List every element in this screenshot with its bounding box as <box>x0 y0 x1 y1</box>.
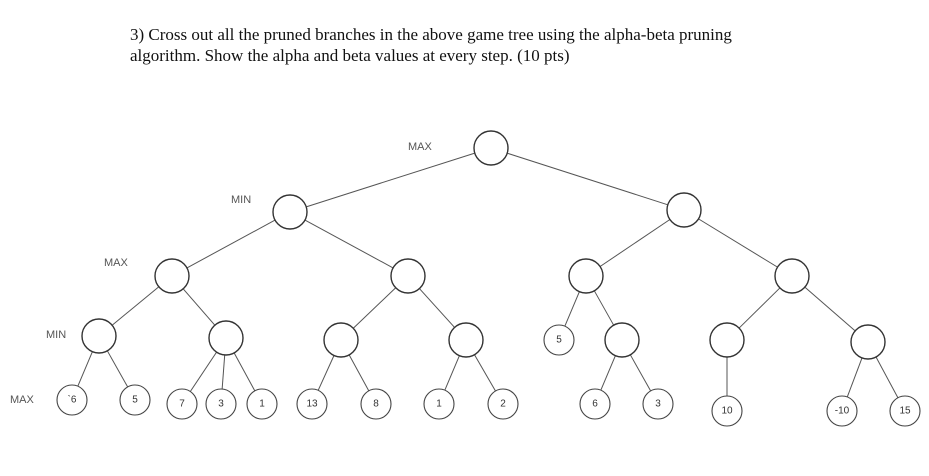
leaf-node-circle <box>826 395 858 427</box>
tree-edge <box>182 288 216 326</box>
level-label-min-3: MIN <box>46 329 66 341</box>
leaf-value: 1 <box>436 399 442 410</box>
tree-edge <box>846 357 863 398</box>
tree-edge <box>600 355 616 391</box>
question-line-2: algorithm. Show the alpha and beta value… <box>130 46 570 65</box>
leaf-value: 1 <box>259 399 265 410</box>
tree-node-max-a <box>154 258 190 294</box>
leaf-node-circle <box>711 395 743 427</box>
leaf-node-circle <box>423 388 455 420</box>
leaf-value: 8 <box>373 399 379 410</box>
tree-edge <box>444 355 460 391</box>
leaf-node-circle <box>543 324 575 356</box>
tree-edge <box>317 355 335 391</box>
tree-edge <box>233 352 256 392</box>
tree-node-max-d <box>774 258 810 294</box>
leaf-value: 10 <box>721 406 733 417</box>
tree-edge <box>419 288 455 328</box>
leaf-value: 5 <box>132 395 138 406</box>
leaf-value: 7 <box>179 399 185 410</box>
tree-node-min-left <box>272 194 308 230</box>
tree-edge <box>186 219 276 269</box>
leaf-value: 6 <box>592 399 598 410</box>
tree-edge <box>738 287 781 329</box>
leaf-node-circle <box>889 395 921 427</box>
tree-node-max-b <box>390 258 426 294</box>
tree-edge <box>111 286 160 326</box>
tree-edge <box>304 219 394 269</box>
tree-edge <box>474 354 496 392</box>
leaf-value: 13 <box>306 399 318 410</box>
level-label-min-1: MIN <box>231 194 251 206</box>
leaf-node-circle <box>166 388 198 420</box>
tree-node-root <box>473 130 509 166</box>
question-line-1: 3) Cross out all the pruned branches in … <box>130 25 732 44</box>
tree-edge <box>348 354 370 392</box>
tree-nodes: `6 5 7 3 1 13 8 1 2 5 6 3 10 -10 15 <box>56 130 921 427</box>
tree-edge <box>507 152 668 206</box>
leaf-node-circle <box>205 388 237 420</box>
leaf-node-circle <box>56 384 88 416</box>
tree-node-max-c <box>568 258 604 294</box>
leaf-node-circle <box>296 388 328 420</box>
leaf-value: 2 <box>500 399 506 410</box>
tree-edge <box>352 287 397 329</box>
tree-node-min-e <box>604 322 640 358</box>
tree-edge <box>698 218 778 268</box>
leaf-value: 3 <box>655 399 661 410</box>
tree-node-min-g <box>850 324 886 360</box>
tree-edge <box>77 351 93 387</box>
leaf-value: 3 <box>218 399 224 410</box>
leaf-node-circle <box>246 388 278 420</box>
tree-node-min-d <box>448 322 484 358</box>
leaf-node-circle <box>119 384 151 416</box>
tree-edge <box>599 219 671 267</box>
tree-node-min-right <box>666 192 702 228</box>
tree-edges <box>77 152 899 399</box>
leaf-node-circle <box>487 388 519 420</box>
leaf-value: 5 <box>556 335 562 346</box>
tree-node-min-f <box>709 322 745 358</box>
level-label-max-2: MAX <box>104 257 129 269</box>
tree-node-min-c <box>323 322 359 358</box>
level-label-max-4: MAX <box>10 394 35 406</box>
tree-edge <box>629 354 652 392</box>
leaf-node-circle <box>579 388 611 420</box>
question-text: 3) Cross out all the pruned branches in … <box>130 24 850 66</box>
leaf-value: `6 <box>68 394 77 406</box>
leaf-value: 15 <box>899 406 911 417</box>
tree-edge <box>221 354 226 390</box>
tree-edge <box>306 152 475 208</box>
tree-edge <box>593 290 615 326</box>
leaf-node-circle <box>642 388 674 420</box>
tree-edge <box>189 351 217 392</box>
tree-edge <box>875 356 899 399</box>
tree-edge <box>106 350 129 388</box>
tree-node-min-a <box>81 318 117 354</box>
tree-edge <box>804 286 856 332</box>
leaf-value: -10 <box>835 406 850 417</box>
tree-node-min-b <box>208 320 244 356</box>
leaf-node-circle <box>360 388 392 420</box>
tree-edge <box>564 291 580 327</box>
level-label-max-root: MAX <box>408 141 433 153</box>
